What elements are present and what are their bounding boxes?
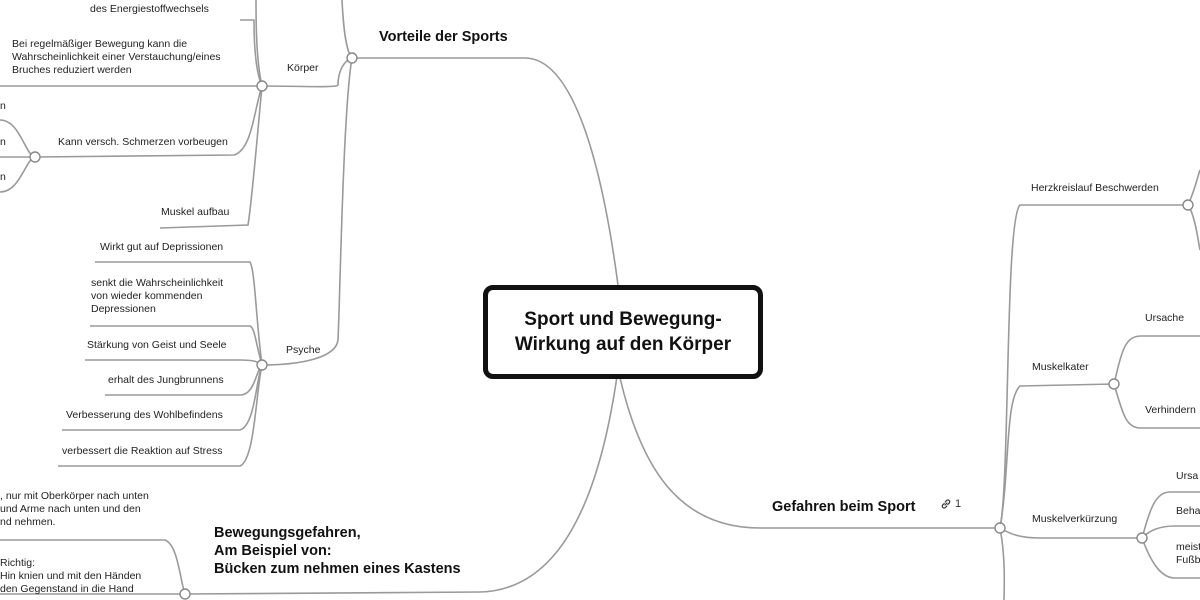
- topic-vorteile[interactable]: Vorteile der Sports: [379, 29, 508, 45]
- topic-schmerzen-child[interactable]: n: [0, 136, 6, 148]
- central-topic-line: Sport und Bewegung-: [524, 309, 722, 330]
- topic-line: Wahrscheinlichkeit einer Verstauchung/ei…: [12, 51, 221, 63]
- topic-schmerzen-child[interactable]: n: [0, 100, 6, 112]
- topic-gefahren[interactable]: Gefahren beim Sport: [772, 499, 916, 515]
- topic-ursa[interactable]: Ursa: [1176, 470, 1199, 482]
- branch-node-muskelkater: [1108, 378, 1120, 390]
- topic-muskelverkuerzung[interactable]: Muskelverkürzung: [1032, 513, 1118, 525]
- topic-buecken-falsch[interactable]: , nur mit Oberkörper nach unten und Arme…: [0, 490, 149, 529]
- topic-line: nd nehmen.: [0, 516, 56, 528]
- topic-line: Bruches reduziert werden: [12, 64, 132, 76]
- topic-line: Hin knien und mit den Händen: [0, 570, 142, 582]
- topic-geist-seele[interactable]: Stärkung von Geist und Seele: [87, 339, 227, 351]
- topic-schmerzen-child[interactable]: n: [0, 171, 6, 183]
- topic-beha[interactable]: Beha: [1176, 505, 1200, 517]
- branch-node-gefahren: [994, 522, 1006, 534]
- topic-line: und Arme nach unten und den: [0, 503, 141, 515]
- topic-muskelkater[interactable]: Muskelkater: [1032, 361, 1089, 373]
- topic-energiestoffwechsel[interactable]: des Energiestoffwechsels: [90, 3, 209, 15]
- topic-bewegungsgefahren[interactable]: Bewegungsgefahren, Am Beispiel von: Bück…: [214, 524, 461, 578]
- topic-muskel-aufbau[interactable]: Muskel aufbau: [161, 206, 230, 218]
- branch-node-verkuerzung: [1136, 532, 1148, 544]
- topic-wohlbefinden[interactable]: Verbesserung des Wohlbefindens: [66, 409, 223, 421]
- branch-node-herz: [1182, 199, 1194, 211]
- topic-meist[interactable]: meist Fußb: [1176, 541, 1200, 567]
- topic-line: Richtig:: [0, 557, 36, 569]
- central-topic[interactable]: Sport und Bewegung- Wirkung auf den Körp…: [483, 285, 763, 379]
- topic-buecken-richtig[interactable]: Richtig: Hin knien und mit den Händen de…: [0, 557, 141, 596]
- branch-node-vorteile: [346, 52, 358, 64]
- topic-line: den Gegenstand in die Hand: [0, 583, 134, 595]
- topic-line: Bei regelmäßiger Bewegung kann die: [12, 38, 188, 50]
- topic-koerper[interactable]: Körper: [287, 62, 319, 74]
- link-badge[interactable]: 1: [940, 498, 961, 510]
- central-topic-line: Wirkung auf den Körper: [514, 334, 732, 355]
- topic-schmerzen[interactable]: Kann versch. Schmerzen vorbeugen: [58, 136, 228, 148]
- branch-node-schmerzen: [29, 151, 41, 163]
- topic-line: Depressionen: [91, 303, 156, 315]
- topic-bruch[interactable]: Bei regelmäßiger Bewegung kann die Wahrs…: [12, 38, 221, 77]
- topic-line: senkt die Wahrscheinlichkeit: [91, 277, 224, 289]
- topic-line: von wieder kommenden: [91, 290, 203, 302]
- topic-line: Am Beispiel von:: [214, 543, 332, 559]
- topic-depressionen[interactable]: Wirkt gut auf Deprissionen: [100, 241, 224, 253]
- branch-node-koerper: [256, 80, 268, 92]
- topic-verhindern[interactable]: Verhindern: [1145, 404, 1196, 416]
- branch-node-buecken: [179, 588, 191, 600]
- topic-line: Bücken zum nehmen eines Kastens: [214, 561, 461, 577]
- topic-stress[interactable]: verbessert die Reaktion auf Stress: [62, 445, 223, 457]
- topic-line: Bewegungsgefahren,: [214, 525, 361, 541]
- topic-jungbrunnen[interactable]: erhalt des Jungbrunnens: [108, 374, 224, 386]
- topic-line: Fußb: [1176, 554, 1200, 566]
- topic-line: meist: [1176, 541, 1200, 553]
- topic-herzkreislauf[interactable]: Herzkreislauf Beschwerden: [1031, 182, 1159, 194]
- branch-node-psyche: [256, 359, 268, 371]
- link-icon: [941, 499, 951, 509]
- topic-psyche[interactable]: Psyche: [286, 344, 321, 356]
- topic-line: , nur mit Oberkörper nach unten: [0, 490, 149, 502]
- topic-ursache[interactable]: Ursache: [1145, 312, 1185, 324]
- topic-wahrscheinlichkeit[interactable]: senkt die Wahrscheinlichkeit von wieder …: [91, 277, 223, 316]
- link-count: 1: [955, 498, 962, 510]
